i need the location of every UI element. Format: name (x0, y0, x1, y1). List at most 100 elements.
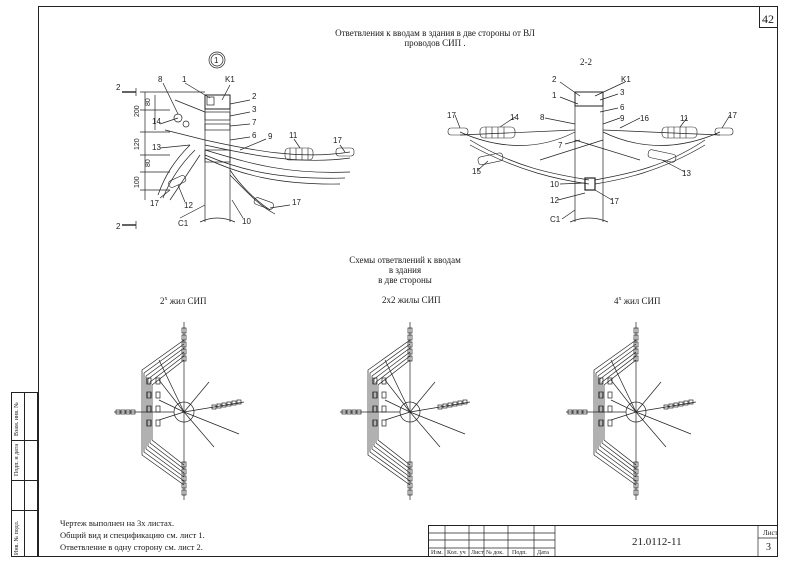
scheme-insulator (146, 419, 152, 427)
scheme-wire (599, 351, 637, 474)
stamp-sheet-number: 3 (766, 542, 771, 553)
scheme-insulator (683, 400, 689, 406)
v1-label: 3 (252, 105, 257, 114)
scheme-insulator (633, 482, 639, 489)
side-row-line (11, 510, 38, 511)
v2-label: 15 (472, 167, 481, 176)
v2-label: 16 (640, 114, 649, 123)
scheme-insulator (407, 482, 413, 489)
v1-label: 9 (268, 132, 273, 141)
scheme-insulator (372, 419, 378, 427)
v1-label: 14 (152, 117, 161, 126)
scheme-insulator (231, 400, 237, 406)
scheme-wire (149, 355, 185, 470)
scheme-insulator (678, 401, 684, 407)
stamp-col-1: Изм. (431, 550, 443, 556)
view2-drawing (447, 81, 734, 223)
scheme-insulator (120, 409, 126, 415)
scheme-insulator (663, 404, 669, 410)
scheme-insulator (181, 341, 187, 348)
view1-callout-circle (208, 51, 226, 69)
schemes-diagrams (114, 322, 697, 500)
scheme-wire (603, 359, 637, 466)
v1-label: 12 (184, 201, 193, 210)
scheme-branch-wire (183, 411, 215, 448)
scheme-insulator (442, 403, 448, 409)
v2-label: 11 (680, 114, 689, 123)
scheme-insulator (688, 399, 694, 405)
title-line-2: проводов СИП . (404, 38, 466, 48)
side-row-line (11, 440, 38, 441)
scheme-insulator (155, 391, 161, 399)
scheme-insulator (155, 405, 161, 413)
scheme-insulator (407, 348, 413, 355)
scheme-insulator (221, 402, 227, 408)
v2-label: 3 (620, 88, 625, 97)
scheme-insulator (115, 409, 121, 415)
scheme-insulator (607, 405, 613, 413)
scheme-wire (147, 351, 185, 474)
v1-label: 6 (252, 131, 257, 140)
v2-label: 17 (610, 197, 619, 206)
v1-label: K1 (225, 75, 235, 84)
scheme-insulator (598, 377, 604, 385)
scheme-branch-wire (635, 381, 662, 413)
scheme-wire (377, 359, 411, 466)
view2-title: 2-2 (580, 57, 592, 67)
scheme-label-3: 4х жил СИП (614, 296, 661, 306)
scheme-insulator (457, 400, 463, 406)
scheme-branch-wire (610, 359, 637, 413)
scheme-insulator (598, 419, 604, 427)
scheme-branch-wire (409, 411, 441, 448)
scheme-branch-wire (158, 399, 185, 413)
scheme-insulator (462, 399, 468, 405)
scheme-insulator (155, 419, 161, 427)
scheme-branch-wire (610, 379, 637, 413)
v1-dim: 80 (145, 98, 152, 106)
scheme-branch-wire (610, 411, 637, 421)
stamp-col-6: Дата (537, 550, 549, 556)
scheme-insulator (372, 391, 378, 399)
scheme-insulator (437, 404, 443, 410)
scheme-insulator (372, 377, 378, 385)
scheme-branch-wire (158, 359, 185, 413)
scheme-insulator (381, 377, 387, 385)
v1-label: 17 (150, 199, 159, 208)
scheme-insulator (407, 461, 413, 468)
scheme-branch-wire (183, 381, 210, 413)
scheme-insulator (633, 348, 639, 355)
scheme-insulator (181, 327, 187, 334)
scheme-wire (371, 347, 411, 478)
section-marker-bottom: 2 (116, 222, 121, 231)
v1-label: 2 (252, 92, 257, 101)
stamp-grid (428, 525, 778, 557)
v2-label: 17 (447, 111, 456, 120)
scheme-insulator (633, 341, 639, 348)
scheme-insulator (582, 409, 588, 415)
scheme-branch-wire (384, 411, 411, 421)
scheme-insulator (351, 409, 357, 415)
scheme-branch-wire (183, 401, 245, 413)
scheme-insulator (372, 405, 378, 413)
scheme-insulator (341, 409, 347, 415)
scheme-insulator (381, 391, 387, 399)
stamp-col-3: Лист (471, 550, 484, 556)
schemes-title-1: Схемы ответвлений к вводам (349, 255, 461, 265)
v2-label: 10 (550, 180, 559, 189)
scheme-insulator (381, 419, 387, 427)
v1-label: 17 (333, 136, 342, 145)
scheme-insulator (607, 391, 613, 399)
scheme-branch-wire (183, 411, 240, 435)
scheme-wire (595, 343, 637, 482)
scheme-insulator (633, 327, 639, 334)
scheme-branch-wire (635, 411, 667, 448)
scheme-branch-wire (635, 411, 692, 435)
v2-label: 9 (620, 114, 625, 123)
scheme-branch-wire (409, 411, 466, 435)
drawing-frame (38, 6, 778, 557)
scheme-insulator (633, 489, 639, 496)
side-stamp-divider (24, 392, 25, 557)
scheme-branch-wire (610, 399, 637, 413)
scheme-insulator (346, 409, 352, 415)
